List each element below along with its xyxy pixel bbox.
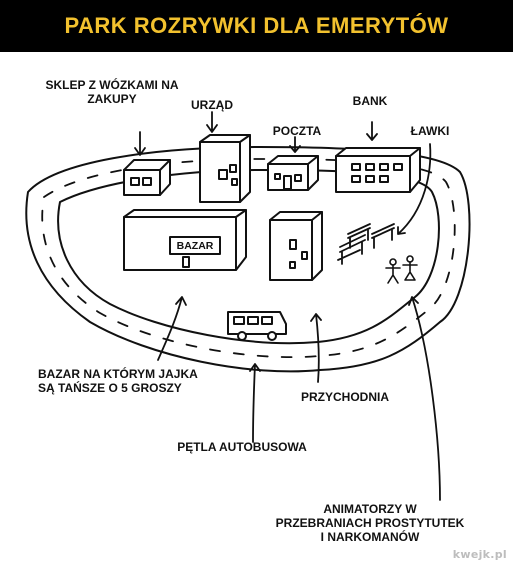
shop-building bbox=[123, 159, 171, 196]
animator-figures bbox=[385, 255, 418, 284]
bazar-label-line1: BAZAR NA KTÓRYM JAJKA bbox=[38, 367, 198, 381]
animators-label-line2: PRZEBRANIACH PROSTYTUTEK bbox=[275, 516, 465, 530]
post-office-building bbox=[267, 155, 319, 191]
shop-label: SKLEP Z WÓZKAMI NA ZAKUPY bbox=[22, 78, 202, 106]
bazar-sign: BAZAR bbox=[176, 240, 214, 252]
office-label: URZĄD bbox=[191, 98, 233, 112]
bazar-building bbox=[123, 209, 247, 271]
shop-label-line1: SKLEP Z WÓZKAMI NA bbox=[45, 78, 179, 92]
watermark: kwejk.pl bbox=[452, 548, 507, 561]
animators-label-line3: I NARKOMANÓW bbox=[320, 530, 420, 544]
bazar-label: BAZAR NA KTÓRYM JAJKA SĄ TAŃSZE O 5 GROS… bbox=[38, 367, 238, 395]
office-building bbox=[199, 134, 251, 203]
post-office-label: POCZTA bbox=[272, 124, 322, 138]
shop-label-line2: ZAKUPY bbox=[87, 92, 137, 106]
page-title: PARK ROZRYWKI DLA EMERYTÓW bbox=[64, 13, 449, 38]
bank-building bbox=[335, 147, 421, 193]
animators-label-line1: ANIMATORZY W bbox=[323, 502, 417, 516]
arrows bbox=[134, 111, 441, 501]
bank-label: BANK bbox=[352, 94, 388, 108]
benches bbox=[337, 223, 395, 265]
clinic-building bbox=[269, 211, 323, 281]
bazar-label-line2: SĄ TAŃSZE O 5 GROSZY bbox=[38, 381, 182, 395]
bus-loop-label: PĘTLA AUTOBUSOWA bbox=[177, 440, 307, 454]
sketch-canvas bbox=[25, 111, 471, 501]
title-banner: PARK ROZRYWKI DLA EMERYTÓW bbox=[0, 0, 513, 52]
benches-label: ŁAWKI bbox=[410, 124, 450, 138]
map-drawing: SKLEP Z WÓZKAMI NA ZAKUPY URZĄD POCZTA B… bbox=[0, 52, 513, 565]
clinic-label: PRZYCHODNIA bbox=[300, 390, 389, 404]
road-centre-line bbox=[41, 158, 456, 359]
animators-label: ANIMATORZY W PRZEBRANIACH PROSTYTUTEK I … bbox=[255, 502, 485, 544]
bus bbox=[227, 311, 287, 341]
